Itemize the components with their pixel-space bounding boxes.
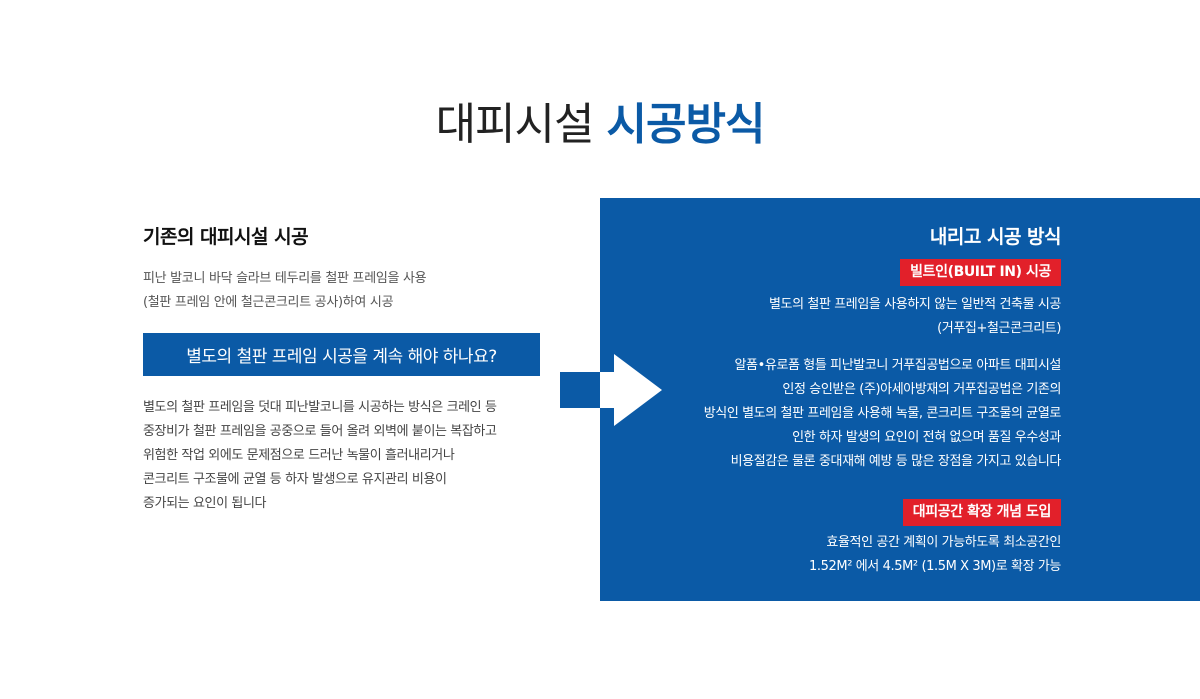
- text-line: 방식인 별도의 철판 프레임을 사용해 녹물, 콘크리트 구조물의 균열로: [703, 406, 1062, 421]
- built-in-badge: 빌트인(BUILT IN) 시공: [900, 259, 1061, 286]
- desc-line: (철판 프레임 안에 철근콘크리트 공사)하여 시공: [143, 295, 394, 310]
- body-line: 콘크리트 구조물에 균열 등 하자 발생으로 유지관리 비용이: [143, 472, 447, 487]
- existing-method-heading: 기존의 대피시설 시공: [143, 226, 309, 248]
- new-method-panel: 내리고 시공 방식 빌트인(BUILT IN) 시공 별도의 철판 프레임을 사…: [600, 198, 1200, 601]
- text-line: (거푸집+철근콘크리트): [937, 321, 1061, 336]
- text-line: 효율적인 공간 계획이 가능하도록 최소공간인: [826, 535, 1061, 550]
- new-method-heading: 내리고 시공 방식: [929, 226, 1062, 248]
- page-title-bold: 시공방식: [606, 99, 766, 150]
- body-line: 별도의 철판 프레임을 덧대 피난발코니를 시공하는 방식은 크레인 등: [143, 400, 497, 415]
- page-title: 대피시설 시공방식: [0, 88, 1200, 152]
- built-in-text: 별도의 철판 프레임을 사용하지 않는 일반적 건축물 시공 (거푸집+철근콘크…: [704, 293, 1061, 341]
- text-line: 비용절감은 물론 중대재해 예방 등 많은 장점을 가지고 있습니다: [730, 454, 1062, 469]
- existing-method-desc: 피난 발코니 바닥 슬라브 테두리를 철판 프레임을 사용 (철판 프레임 안에…: [143, 267, 563, 315]
- text-line: 별도의 철판 프레임을 사용하지 않는 일반적 건축물 시공: [768, 297, 1061, 312]
- question-box: 별도의 철판 프레임 시공을 계속 해야 하나요?: [143, 333, 540, 376]
- arrow-right-icon: [560, 354, 662, 426]
- existing-method-section: 기존의 대피시설 시공 피난 발코니 바닥 슬라브 테두리를 철판 프레임을 사…: [143, 222, 563, 315]
- body-line: 증가되는 요인이 됩니다: [143, 496, 267, 511]
- formwork-text: 알폼•유로폼 형틀 피난발코니 거푸집공법으로 아파트 대피시설 인정 승인받은…: [703, 354, 1062, 474]
- expansion-badge: 대피공간 확장 개념 도입: [902, 499, 1061, 526]
- new-method-content: 내리고 시공 방식 빌트인(BUILT IN) 시공 별도의 철판 프레임을 사…: [703, 222, 1062, 579]
- text-line: 인한 하자 발생의 요인이 전혀 없으며 품질 우수성과: [792, 430, 1061, 445]
- desc-line: 피난 발코니 바닥 슬라브 테두리를 철판 프레임을 사용: [143, 271, 427, 286]
- existing-method-problems: 별도의 철판 프레임을 덧대 피난발코니를 시공하는 방식은 크레인 등 중장비…: [143, 396, 553, 516]
- text-line: 인정 승인받은 (주)아세아방재의 거푸집공법은 기존의: [782, 382, 1061, 397]
- page-title-light: 대피시설: [435, 99, 595, 150]
- body-line: 중장비가 철판 프레임을 공중으로 들어 올려 외벽에 붙이는 복잡하고: [143, 424, 497, 439]
- expansion-text: 효율적인 공간 계획이 가능하도록 최소공간인 1.52M² 에서 4.5M² …: [704, 531, 1061, 579]
- text-line: 1.52M² 에서 4.5M² (1.5M X 3M)로 확장 가능: [809, 559, 1061, 574]
- body-line: 위험한 작업 외에도 문제점으로 드러난 녹물이 흘러내리거나: [143, 448, 455, 463]
- text-line: 알폼•유로폼 형틀 피난발코니 거푸집공법으로 아파트 대피시설: [734, 358, 1062, 373]
